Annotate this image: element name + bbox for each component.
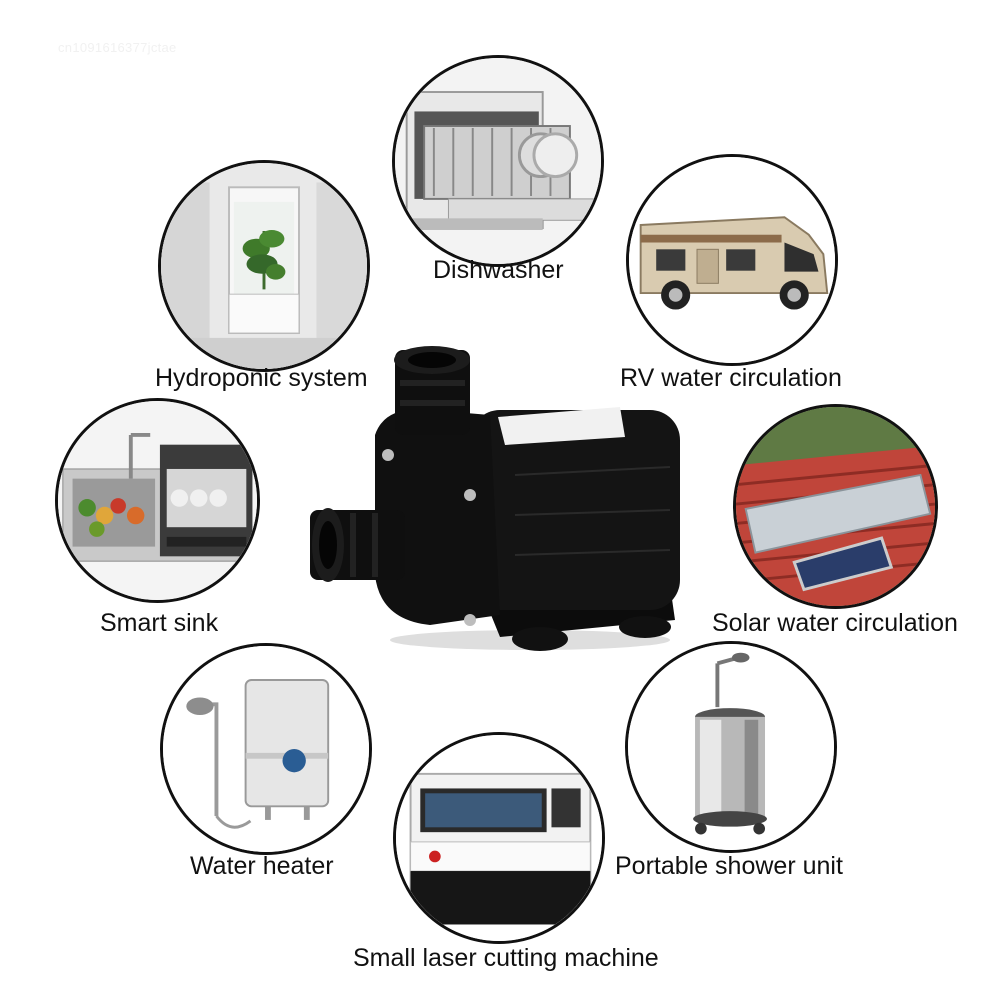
laser-cutter-image [393,732,605,944]
solar-label: Solar water circulation [712,609,958,637]
rv-image [626,154,838,366]
shower-label: Portable shower unit [615,852,843,880]
hydroponic-label: Hydroponic system [155,364,368,392]
dishwasher-image [392,55,604,267]
watermark-text: cn1091616377jctae [58,40,177,55]
rv-label: RV water circulation [620,364,842,392]
solar-image [733,404,938,609]
hydroponic-image [158,160,370,372]
dishwasher-label: Dishwasher [433,256,564,284]
laser-cutter-label: Small laser cutting machine [353,944,659,972]
smart-sink-label: Smart sink [100,609,219,637]
water-heater-image [160,643,372,855]
smart-sink-image [55,398,260,603]
dc-water-pump-image [300,345,690,665]
water-heater-label: Water heater [190,852,334,880]
shower-image [625,641,837,853]
